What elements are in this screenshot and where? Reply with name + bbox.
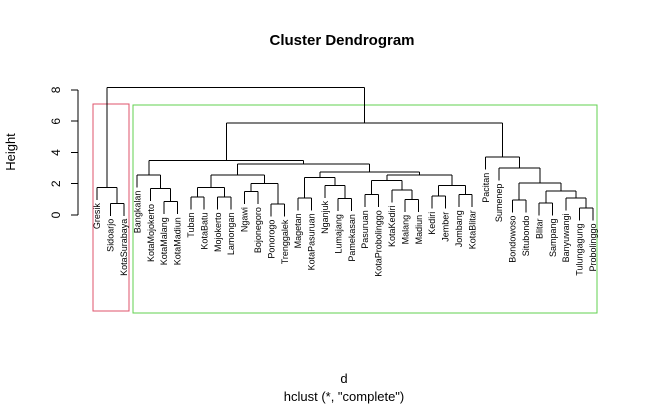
y-axis-tick-label: 0 [49,211,63,218]
leaf-label-lamongan: Lamongan [226,213,236,256]
leaf-label-jombang: Jombang [454,210,464,247]
leaf-label-banyuwangi: Banyuwangi [561,213,571,262]
leaf-label-kotamadiun: KotaMadiun [173,217,183,265]
leaf-label-pasuruan: Pasuruan [360,210,370,249]
x-axis-label: d [340,371,347,386]
leaf-label-situbondo: Situbondo [521,216,531,257]
chart-title: Cluster Dendrogram [269,32,414,49]
y-axis-tick-label: 4 [49,149,63,156]
leaf-label-ngawi: Ngawi [240,207,250,232]
cluster-rects [92,103,598,314]
leaf-label-malang: Malang [400,215,410,245]
leaf-label-kotasurabaya: KotaSurabaya [119,219,129,276]
leaf-label-jember: Jember [441,212,451,242]
leaf-label-trenggalek: Trenggalek [280,219,290,264]
y-axis-tick-label: 6 [49,118,63,125]
hclust-method-caption: hclust (*, "complete") [284,389,405,404]
leaf-label-kotapasuruan: KotaPasuruan [307,213,317,270]
leaf-label-magetan: Magetan [293,213,303,248]
y-axis-title: Height [3,133,18,171]
leaf-label-pamekasan: Pamekasan [347,214,357,262]
leaf-label-lumajang: Lumajang [333,214,343,254]
leaf-label-kotakediri: KotaKediri [387,205,397,247]
dendrogram-tree [96,87,594,221]
cluster-box-2 [132,104,598,314]
leaf-label-tulungagung: Tulungagung [575,223,585,275]
y-axis-tick-label: 2 [49,180,63,187]
leaf-label-kotaprobolinggo: KotaProbolinggo [374,210,384,277]
y-axis-tick-label: 8 [49,86,63,93]
leaf-label-madiun: Madiun [414,215,424,245]
leaf-label-bangkalan: Bangkalan [132,191,142,234]
leaf-label-kediri: Kediri [427,212,437,235]
leaf-label-kotablitar: KotaBlitar [467,210,477,249]
leaf-label-gresik: Gresik [92,203,102,230]
leaf-label-blitar: Blitar [534,218,544,239]
y-axis: 0 2 4 6 8 [49,86,79,218]
leaf-label-pacitan: Pacitan [481,173,491,203]
leaf-label-kotabatu: KotaBatu [199,213,209,250]
leaf-label-sampang: Sampang [548,218,558,257]
leaf-label-bondowoso: Bondowoso [508,216,518,263]
leaf-label-ponorogo: Ponorogo [266,220,276,259]
leaf-label-probolinggo: Probolinggo [588,223,598,271]
leaf-label-nganjuk: Nganjuk [320,200,330,234]
cluster-box-1 [92,103,130,312]
leaf-label-kotamojokerto: KotaMojokerto [146,204,156,262]
leaf-label-sidoarjo: Sidoarjo [106,219,116,252]
leaf-label-mojokerto: Mojokerto [213,213,223,253]
leaf-label-bojonegoro: Bojonegoro [253,207,263,253]
leaf-label-kotamalang: KotaMalang [159,217,169,265]
leaf-label-sumenep: Sumenep [494,184,504,223]
leaf-label-tuban: Tuban [186,213,196,238]
